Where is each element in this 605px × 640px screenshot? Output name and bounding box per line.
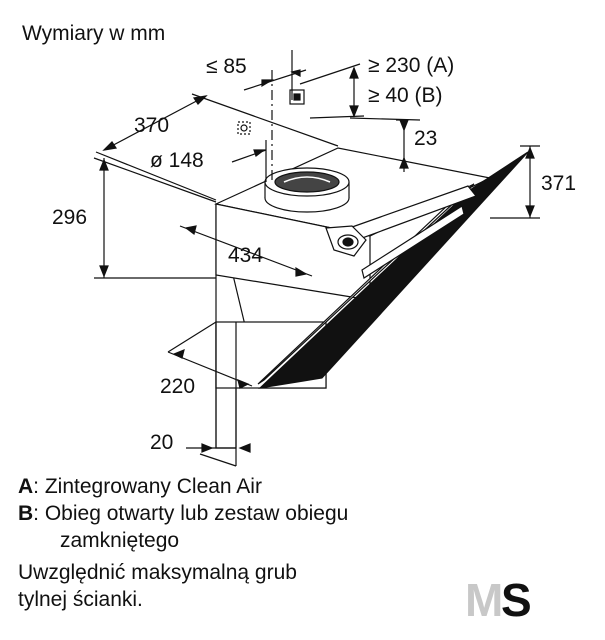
dim-bottom: 20 [150, 431, 173, 454]
dimension-lines [93, 50, 540, 467]
note-line-1: Uwzględnić maksymalną grub [18, 561, 297, 584]
watermark-m: M [465, 574, 503, 622]
exhaust-collar [264, 167, 350, 213]
legend-b: B: Obieg otwarty lub zestaw obiegu [18, 500, 348, 527]
dim-width: 434 [228, 244, 263, 267]
dim-depth: 370 [134, 114, 169, 137]
mount-marks [237, 89, 305, 135]
glass-front-panel [257, 151, 529, 389]
legend-a-text: : Zintegrowany Clean Air [33, 475, 262, 498]
mount-screw-icon [237, 121, 251, 135]
dim-lower-depth: 220 [160, 375, 195, 398]
legend-b-key: B [18, 502, 34, 525]
dim-clearance-b: ≥ 40 (B) [368, 84, 443, 107]
dim-top-offset: ≤ 85 [206, 55, 247, 78]
dim-collar-height: 23 [414, 127, 437, 150]
legend-b-text: : Obieg otwarty lub zestaw obiegu [33, 502, 349, 525]
dim-clearance-a: ≥ 230 (A) [368, 54, 454, 77]
legend-b-continuation: zamkniętego [60, 529, 180, 552]
dim-body-height: 296 [52, 206, 87, 229]
dim-total-height: 371 [541, 172, 576, 195]
legend-a: A: Zintegrowany Clean Air [18, 473, 262, 500]
hood-dimension-drawing: Wymiary w mm [22, 22, 576, 467]
drawing-title: Wymiary w mm [22, 22, 165, 45]
legend-a-key: A [18, 475, 34, 498]
watermark-s: S [501, 574, 532, 622]
dim-duct-diameter: ø 148 [150, 149, 204, 172]
ms-watermark-logo: M S [465, 574, 532, 622]
note-line-2: tylnej ścianki. [18, 588, 143, 611]
